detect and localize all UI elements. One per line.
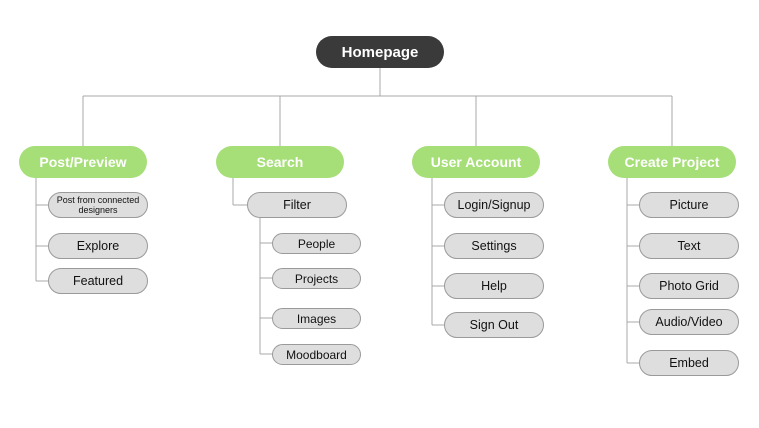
settings-node: Settings (444, 233, 544, 259)
user-account-node: User Account (412, 146, 540, 178)
images-node: Images (272, 308, 361, 329)
post-from-connected-designers-node: Post from connected designers (48, 192, 148, 218)
picture-node: Picture (639, 192, 739, 218)
photo-grid-node: Photo Grid (639, 273, 739, 299)
login-signup-node: Login/Signup (444, 192, 544, 218)
embed-node: Embed (639, 350, 739, 376)
help-node: Help (444, 273, 544, 299)
search-node: Search (216, 146, 344, 178)
filter-node: Filter (247, 192, 347, 218)
text-node: Text (639, 233, 739, 259)
sign-out-node: Sign Out (444, 312, 544, 338)
homepage-node: Homepage (316, 36, 444, 68)
explore-node: Explore (48, 233, 148, 259)
post-preview-node: Post/Preview (19, 146, 147, 178)
moodboard-node: Moodboard (272, 344, 361, 365)
projects-node: Projects (272, 268, 361, 289)
create-project-node: Create Project (608, 146, 736, 178)
people-node: People (272, 233, 361, 254)
featured-node: Featured (48, 268, 148, 294)
audio-video-node: Audio/Video (639, 309, 739, 335)
